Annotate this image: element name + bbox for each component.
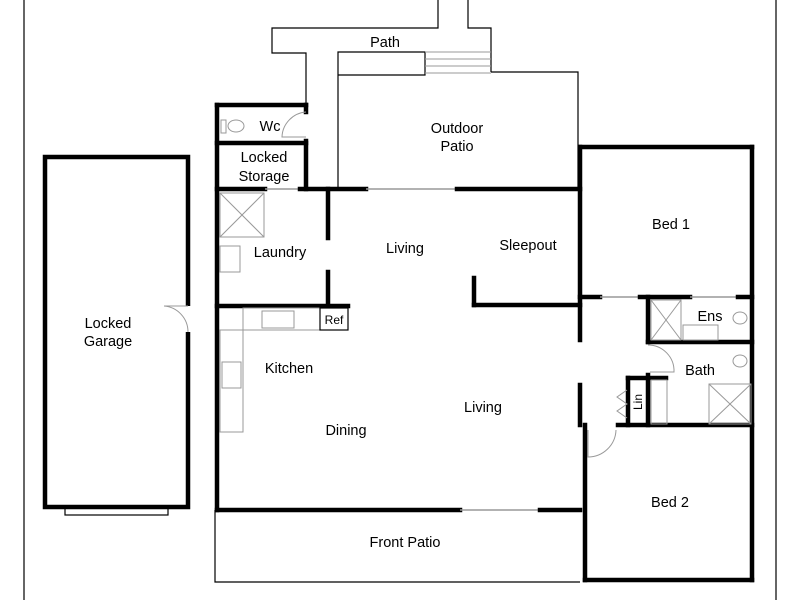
path-outline — [271, 0, 492, 105]
label-locked-garage-2: Garage — [84, 334, 132, 350]
bath-door — [647, 344, 675, 373]
main-walls — [214, 102, 755, 583]
label-ens: Ens — [698, 309, 723, 325]
label-bed1: Bed 1 — [652, 217, 690, 233]
stove-icon — [221, 361, 242, 389]
toilet-icon — [227, 119, 245, 133]
label-sleepout: Sleepout — [499, 238, 556, 254]
garage — [42, 154, 191, 516]
label-bath: Bath — [685, 363, 715, 379]
laundry-sink — [219, 245, 241, 273]
label-living-main: Living — [464, 400, 502, 416]
label-kitchen: Kitchen — [265, 361, 313, 377]
page-border — [23, 0, 777, 600]
bed2-door — [587, 429, 617, 458]
steps — [425, 51, 491, 74]
label-living-top: Living — [386, 241, 424, 257]
label-path: Path — [370, 35, 400, 51]
label-outdoor-patio-1: Outdoor — [431, 121, 484, 137]
label-locked-storage-1: Locked — [241, 150, 288, 166]
room-labels: Path Wc Locked Storage Outdoor Patio Lau… — [84, 35, 723, 551]
label-lin: Lin — [631, 394, 645, 410]
label-laundry: Laundry — [254, 245, 307, 261]
label-wc: Wc — [260, 119, 281, 135]
garage-door — [163, 305, 189, 333]
kitchen-counter — [219, 329, 244, 433]
laundry-tub — [219, 192, 265, 238]
wc-door — [281, 111, 307, 138]
label-ref: Ref — [325, 313, 344, 327]
label-locked-storage-2: Storage — [239, 169, 290, 185]
label-dining: Dining — [325, 423, 366, 439]
label-front-patio: Front Patio — [370, 535, 441, 551]
label-locked-garage-1: Locked — [85, 316, 132, 332]
label-bed2: Bed 2 — [651, 495, 689, 511]
fixtures — [219, 111, 752, 458]
label-outdoor-patio-2: Patio — [440, 139, 473, 155]
front-patio-outline — [214, 510, 580, 583]
lin-door — [616, 389, 628, 419]
bath-shower — [708, 383, 752, 425]
ens-shower — [650, 299, 682, 341]
